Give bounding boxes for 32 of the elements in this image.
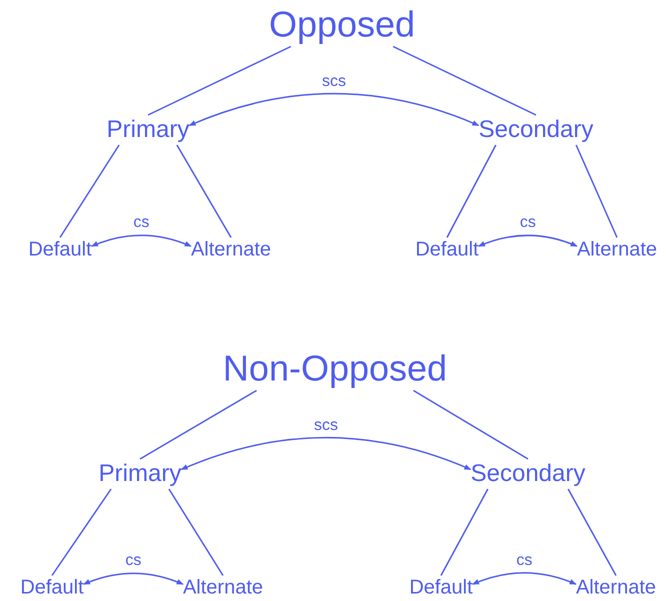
double-arrow — [478, 234, 578, 247]
node-label: Default — [28, 238, 92, 262]
node-label: Default — [20, 576, 84, 600]
connector-line — [148, 46, 292, 116]
connector-line — [176, 144, 232, 238]
node-label: Alternate — [576, 238, 658, 262]
connector-line — [575, 144, 618, 238]
double-arrow — [180, 436, 472, 470]
node-label: Primary — [98, 459, 182, 489]
double-arrow — [188, 92, 480, 126]
double-arrow — [91, 234, 192, 247]
connector-line — [59, 144, 120, 238]
node-label: Alternate — [190, 238, 272, 262]
heading: Non-Opposed — [222, 346, 448, 390]
node-label: Alternate — [182, 576, 264, 600]
connector-line — [51, 488, 112, 576]
node-label: Alternate — [576, 576, 656, 600]
node-label: Primary — [106, 115, 190, 145]
heading: Opposed — [268, 2, 416, 46]
connector-line — [140, 390, 257, 460]
connector-line — [392, 46, 536, 116]
connector-line — [168, 488, 224, 576]
connector-line — [413, 390, 528, 460]
node-label: Secondary — [470, 459, 586, 489]
node-label: Default — [415, 238, 479, 262]
double-arrow — [83, 572, 184, 585]
node-label: Secondary — [478, 115, 594, 145]
connector-line — [440, 488, 488, 576]
double-arrow — [472, 572, 577, 585]
connector-line — [568, 488, 617, 576]
node-label: Default — [409, 576, 473, 600]
connector-line — [446, 144, 496, 238]
